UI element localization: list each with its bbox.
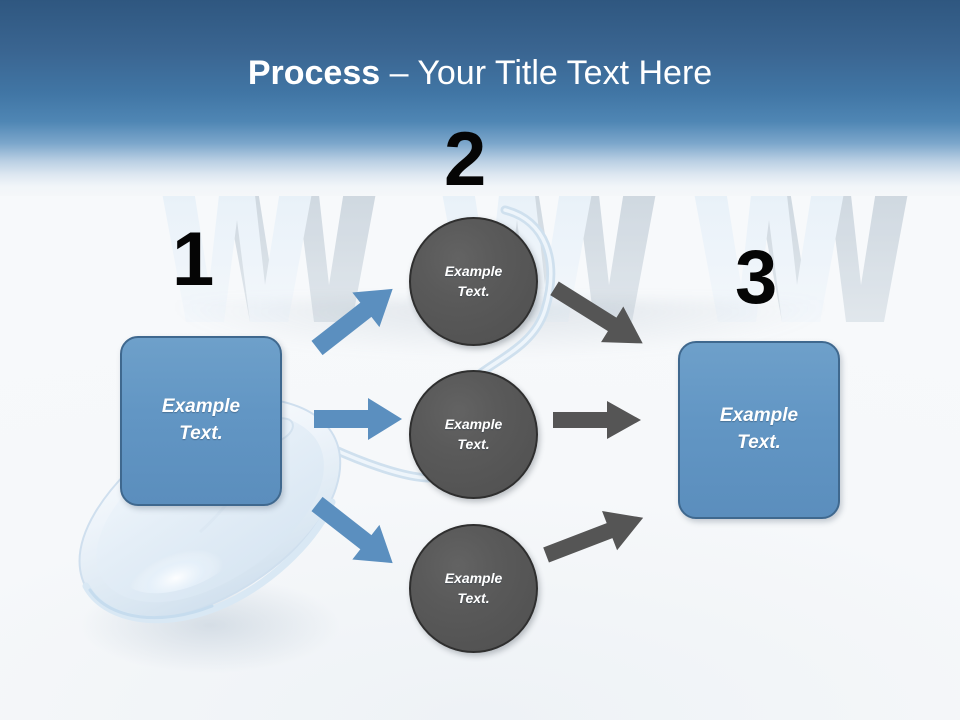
title-bold-part: Process (247, 54, 381, 92)
process-circle-top[interactable]: Example Text. (409, 217, 538, 346)
process-circle-bottom[interactable]: Example Text. (409, 524, 538, 653)
process-box-left-label: Example Text. (161, 396, 241, 444)
title-separator: – (380, 54, 418, 92)
arrow-left-up (311, 288, 393, 356)
arrow-right-up (543, 511, 644, 563)
page-title: Process – Your Title Text Here (0, 52, 960, 94)
process-circle-middle-label: Example Text. (444, 415, 503, 452)
process-circle-middle[interactable]: Example Text. (409, 370, 538, 499)
header-band (0, 0, 960, 196)
step-number-2: 2 (444, 117, 486, 202)
arrow-right-down (550, 281, 643, 344)
arrow-left-middle (314, 398, 402, 440)
arrow-left-down (311, 496, 393, 564)
step-number-1: 1 (172, 217, 214, 302)
arrow-right-middle (553, 401, 641, 439)
process-circle-top-label: Example Text. (444, 262, 503, 299)
process-box-left[interactable]: Example Text. (120, 336, 282, 506)
process-box-right[interactable]: Example Text. (678, 341, 840, 519)
process-circle-bottom-label: Example Text. (444, 569, 503, 606)
step-number-3: 3 (735, 235, 777, 320)
title-light-part: Your Title Text Here (417, 54, 713, 92)
process-box-right-label: Example Text. (719, 405, 799, 453)
